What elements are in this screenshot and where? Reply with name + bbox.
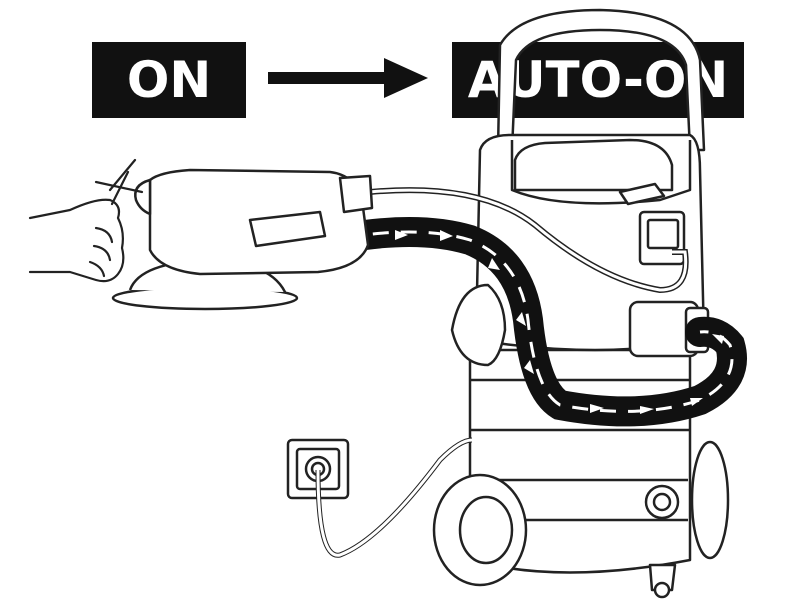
wall-socket-icon xyxy=(286,438,350,500)
on-label: ON xyxy=(92,42,246,118)
orbital-sander-icon xyxy=(111,168,374,311)
suction-hose-icon xyxy=(330,217,747,427)
right-arrow-icon xyxy=(268,58,428,98)
vacuum-extractor-icon xyxy=(432,8,730,599)
hand-icon xyxy=(28,158,144,283)
